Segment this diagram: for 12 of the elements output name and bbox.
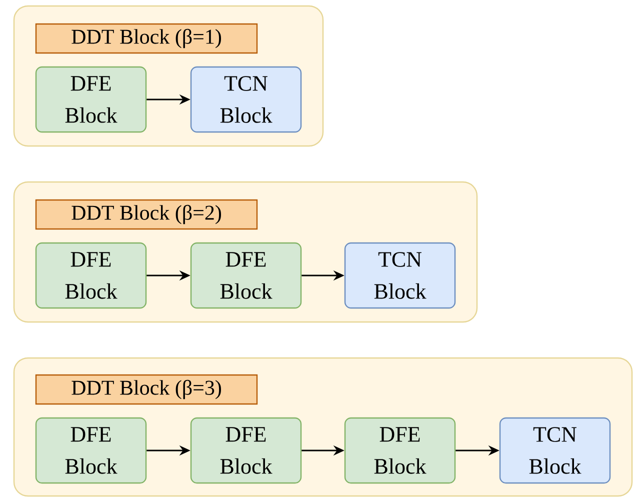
process-box: DFE Block xyxy=(344,417,456,484)
process-box: DFE Block xyxy=(35,66,147,133)
process-box: DFE Block xyxy=(190,417,302,484)
process-box: TCN Block xyxy=(344,242,456,309)
process-box: TCN Block xyxy=(499,417,611,484)
header-box: DDT Block (β=3) xyxy=(35,374,258,405)
process-box: TCN Block xyxy=(190,66,302,133)
process-box: DFE Block xyxy=(35,242,147,309)
process-box: DFE Block xyxy=(190,242,302,309)
header-box: DDT Block (β=1) xyxy=(35,23,258,54)
process-box: DFE Block xyxy=(35,417,147,484)
header-box: DDT Block (β=2) xyxy=(35,199,258,230)
